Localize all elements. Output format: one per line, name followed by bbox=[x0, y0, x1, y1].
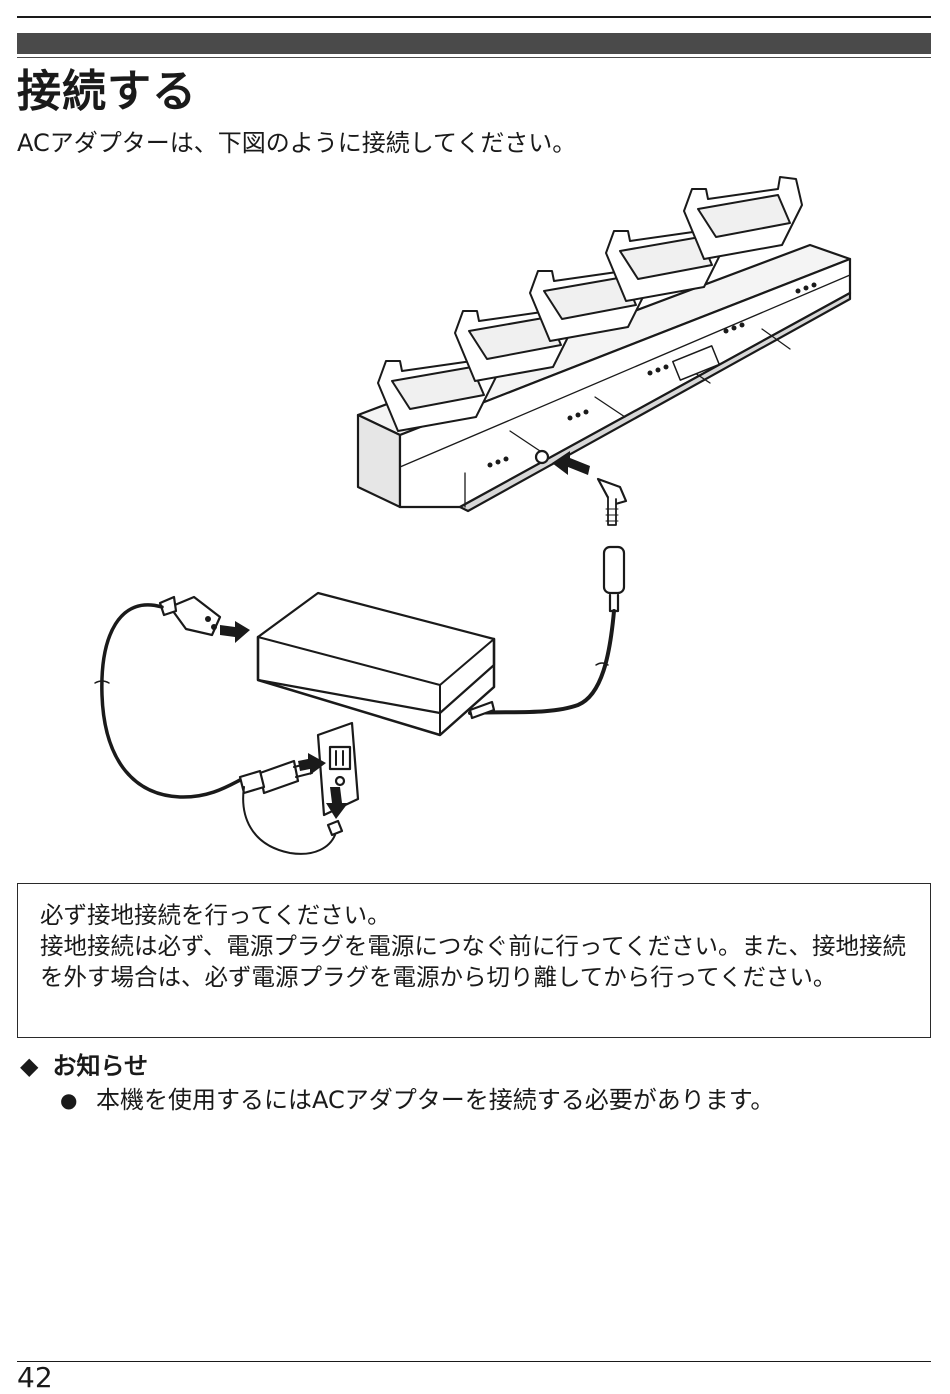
page-title: 接続する bbox=[17, 66, 197, 117]
list-item: ● 本機を使用するにはACアダプターを接続する必要があります。 bbox=[60, 1084, 774, 1116]
arrow-to-outlet-icon bbox=[298, 753, 326, 775]
dc-plug bbox=[596, 477, 628, 613]
cradle-slots bbox=[377, 176, 803, 432]
dc-cable bbox=[468, 609, 616, 715]
notice-line-1: 必ず接地接続を行ってください。 bbox=[40, 901, 391, 929]
page-number: 42 bbox=[17, 1361, 53, 1394]
top-rule bbox=[17, 16, 931, 18]
ac-adapter bbox=[256, 591, 496, 737]
section-bar bbox=[17, 33, 931, 54]
wall-outlet bbox=[316, 721, 360, 817]
notice-line-2: 接地接続は必ず、電源プラグを電源につなぐ前に行ってください。また、接地接続を外す… bbox=[40, 932, 906, 991]
arrow-ground-icon bbox=[326, 787, 348, 819]
power-cord bbox=[100, 603, 244, 799]
info-heading-text: お知らせ bbox=[52, 1052, 148, 1080]
info-heading: ◆ お知らせ bbox=[20, 1050, 148, 1082]
diamond-icon: ◆ bbox=[20, 1052, 39, 1080]
ac-connector bbox=[158, 595, 222, 637]
wall-plug bbox=[238, 759, 313, 795]
bullet-icon: ● bbox=[60, 1088, 78, 1112]
arrow-to-adapter-icon bbox=[220, 621, 250, 643]
intro-text: ACアダプターは、下図のように接続してください。 bbox=[17, 129, 577, 157]
bullet-text: 本機を使用するにはACアダプターを接続する必要があります。 bbox=[96, 1086, 775, 1114]
section-bar-underline bbox=[17, 57, 931, 58]
bottom-rule bbox=[17, 1361, 931, 1362]
grounding-notice: 必ず接地接続を行ってください。 接地接続は必ず、電源プラグを電源につなぐ前に行っ… bbox=[17, 883, 931, 1038]
ground-wire bbox=[242, 786, 336, 855]
arrow-to-cradle-icon bbox=[552, 451, 590, 475]
connection-diagram bbox=[94, 176, 852, 855]
